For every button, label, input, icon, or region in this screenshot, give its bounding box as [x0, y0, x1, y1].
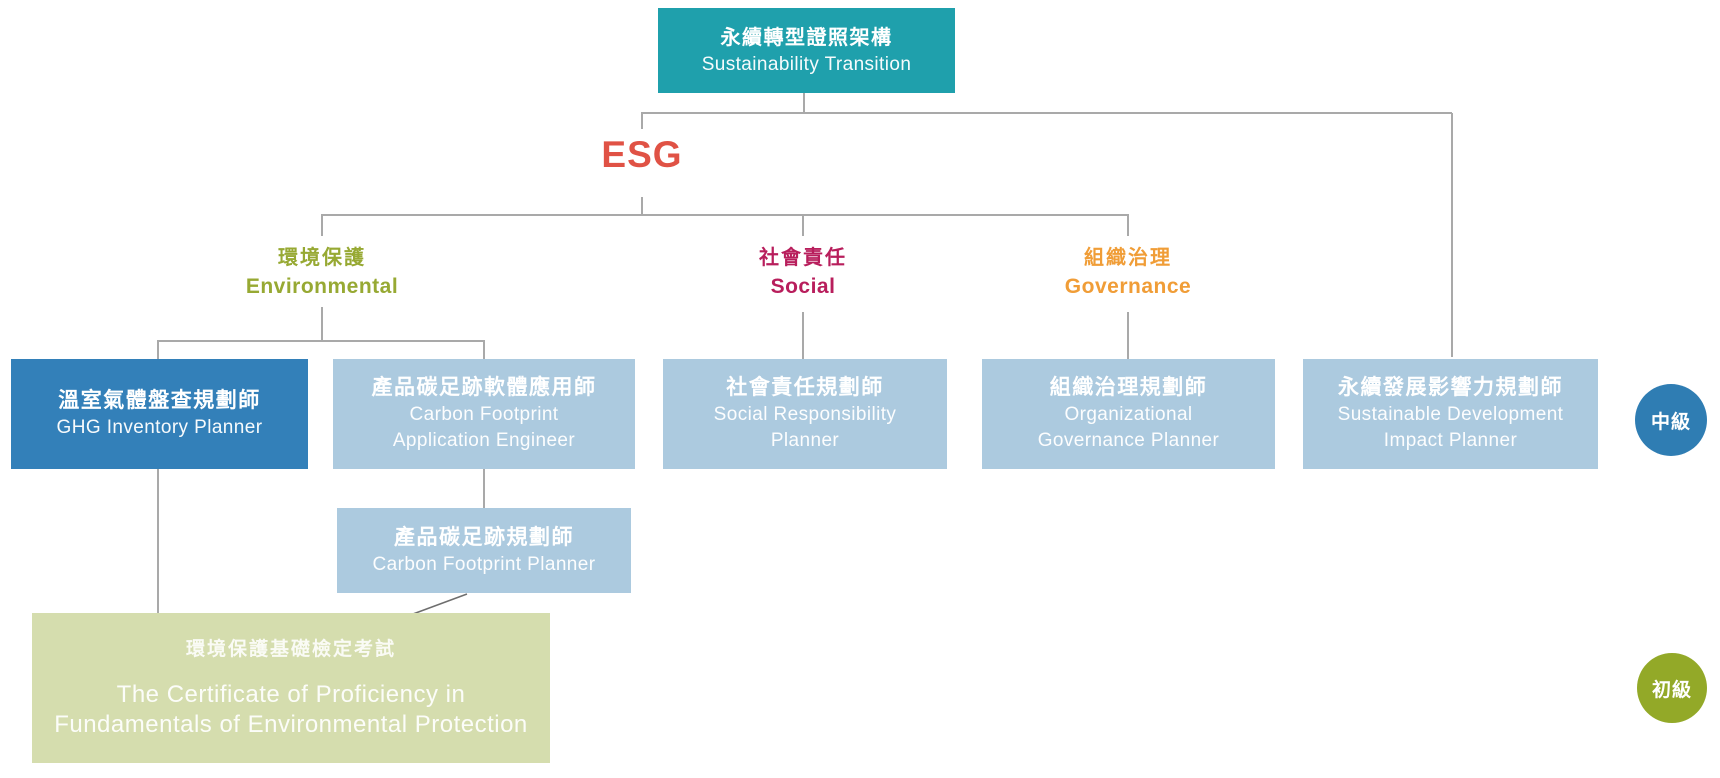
root-title-en: Sustainability Transition: [701, 53, 912, 75]
cert-box-carbon-footprint-planner: 產品碳足跡規劃師 Carbon Footprint Planner: [337, 508, 631, 593]
branch-environmental-en: Environmental: [245, 275, 399, 298]
branch-governance-zh: 組織治理: [1084, 247, 1172, 269]
level-badge-beginner: 初級: [1637, 653, 1707, 723]
branch-label-governance: 組織治理 Governance: [978, 245, 1278, 301]
cert-ogp-en-line1: Organizational: [1064, 404, 1193, 425]
branch-label-social: 社會責任 Social: [653, 245, 953, 301]
level-beginner-label: 初級: [1651, 679, 1692, 701]
cert-cfae-en-line1: Carbon Footprint: [409, 404, 559, 425]
branch-label-environmental: 環境保護 Environmental: [172, 245, 472, 301]
esg-label: ESG: [601, 134, 683, 175]
cert-srp-en-line1: Social Responsibility: [713, 404, 897, 425]
cert-sdip-zh: 永續發展影響力規劃師: [1338, 376, 1563, 399]
cert-epfe-zh: 環境保護基礎檢定考試: [185, 639, 396, 660]
cert-cfae-zh: 產品碳足跡軟體應用師: [371, 376, 597, 399]
cert-box-environmental-protection-foundation-exam: 環境保護基礎檢定考試 The Certificate of Proficienc…: [32, 613, 550, 763]
cert-srp-en-line2: Planner: [770, 430, 840, 451]
cert-sdip-en-line2: Impact Planner: [1383, 430, 1518, 451]
root-title-zh: 永續轉型證照架構: [720, 26, 893, 49]
cert-box-ghg-inventory-planner: 溫室氣體盤查規劃師 GHG Inventory Planner: [11, 359, 308, 469]
branch-social-zh: 社會責任: [759, 247, 847, 269]
cert-epfe-en-line1: The Certificate of Proficiency in: [116, 681, 466, 708]
branch-governance-en: Governance: [1064, 275, 1192, 298]
branch-environmental-zh: 環境保護: [278, 247, 366, 269]
cert-srp-zh: 社會責任規劃師: [726, 376, 884, 399]
cert-cfp-en: Carbon Footprint Planner: [372, 553, 596, 575]
cert-sdip-en-line1: Sustainable Development: [1337, 404, 1564, 425]
cert-box-social-responsibility-planner: 社會責任規劃師 Social Responsibility Planner: [663, 359, 947, 469]
cert-box-sustainable-development-impact-planner: 永續發展影響力規劃師 Sustainable Development Impac…: [1303, 359, 1598, 469]
cert-box-organizational-governance-planner: 組織治理規劃師 Organizational Governance Planne…: [982, 359, 1275, 469]
cert-cfp-zh: 產品碳足跡規劃師: [394, 525, 574, 549]
cert-ogp-en-line2: Governance Planner: [1037, 430, 1220, 451]
cert-ghg-zh: 溫室氣體盤查規劃師: [58, 389, 261, 412]
level-intermediate-label: 中級: [1650, 411, 1691, 433]
cert-epfe-en-line2: Fundamentals of Environmental Protection: [54, 711, 528, 738]
diagonal-connector: [412, 593, 468, 615]
root-node: 永續轉型證照架構 Sustainability Transition: [658, 8, 955, 93]
branch-social-en: Social: [770, 275, 836, 298]
cert-box-carbon-footprint-application-engineer: 產品碳足跡軟體應用師 Carbon Footprint Application …: [333, 359, 635, 469]
cert-ogp-zh: 組織治理規劃師: [1049, 376, 1208, 399]
level-badge-intermediate: 中級: [1635, 384, 1707, 456]
cert-ghg-en: GHG Inventory Planner: [56, 417, 263, 438]
cert-cfae-en-line2: Application Engineer: [392, 430, 576, 451]
